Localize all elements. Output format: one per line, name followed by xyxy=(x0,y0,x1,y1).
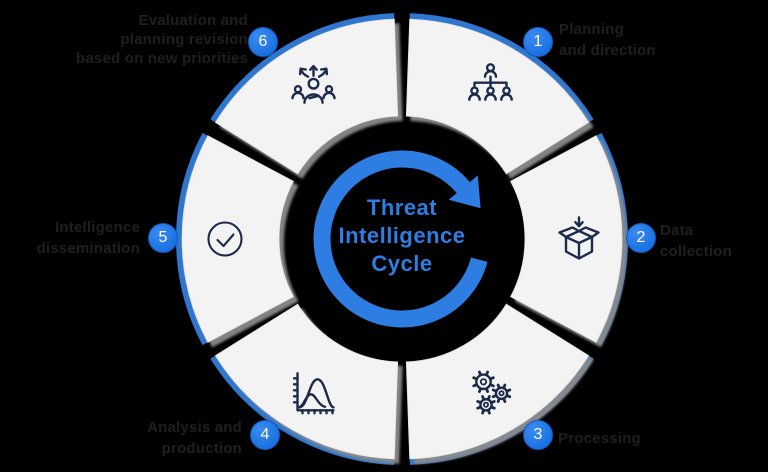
center-title-line-1: Threat xyxy=(366,195,438,220)
outer-ring-arc-6 xyxy=(210,13,395,123)
team-hierarchy-icon xyxy=(468,63,513,101)
center-title: Threat Intelligence Cycle xyxy=(292,194,512,278)
step-6-label-line: Evaluation and xyxy=(138,12,248,29)
collection-box-icon xyxy=(558,216,600,260)
step-4-label-line: production xyxy=(161,440,242,457)
step-5-label: Intelligence dissemination xyxy=(8,217,140,259)
dissemination-check-icon xyxy=(207,221,243,257)
step-6-label: Evaluation and planning revision based on … xyxy=(76,11,248,68)
step-1-label: Planning and direction xyxy=(559,19,656,61)
outer-ring-arc-4 xyxy=(210,355,395,465)
cycle-arrow-icon xyxy=(313,150,488,328)
segment-5-wedge xyxy=(181,135,294,343)
step-6-label-line: based on new priorities xyxy=(76,50,249,67)
segment-3-wedge xyxy=(405,303,590,460)
step-2-label: Data collection xyxy=(660,220,732,262)
step-3-badge: 3 xyxy=(523,420,553,450)
center-title-line-3: Cycle xyxy=(371,251,433,276)
step-3-label: Processing xyxy=(558,428,641,449)
step-5-badge: 5 xyxy=(148,223,178,253)
processing-gears-icon xyxy=(472,370,512,415)
segment-1-wedge xyxy=(405,18,590,175)
step-2-badge: 2 xyxy=(626,223,656,253)
step-1-label-line: and direction xyxy=(559,42,656,59)
feedback-decision-icon xyxy=(291,64,336,104)
step-4-label-line: Analysis and xyxy=(147,419,242,436)
step-6-label-line: planning revision xyxy=(120,31,248,48)
segment-4-wedge xyxy=(214,303,399,460)
step-2-label-line: collection xyxy=(660,243,733,260)
outer-ring-arc-1 xyxy=(409,13,594,123)
outer-ring-arc-3 xyxy=(409,355,594,465)
step-1-badge: 1 xyxy=(523,27,553,57)
step-5-label-line: dissemination xyxy=(36,240,140,257)
analysis-chart-icon xyxy=(292,372,335,415)
center-title-line-2: Intelligence xyxy=(338,223,466,248)
step-4-badge: 4 xyxy=(250,420,280,450)
outer-ring-arc-2 xyxy=(596,132,629,346)
step-4-label: Analysis and production xyxy=(92,417,242,459)
step-5-label-line: Intelligence xyxy=(55,219,140,236)
outer-ring-arc-5 xyxy=(175,132,208,346)
step-2-label-line: Data xyxy=(660,222,694,239)
step-3-label-line: Processing xyxy=(558,430,641,447)
step-1-label-line: Planning xyxy=(559,21,624,38)
step-6-badge: 6 xyxy=(248,27,278,57)
